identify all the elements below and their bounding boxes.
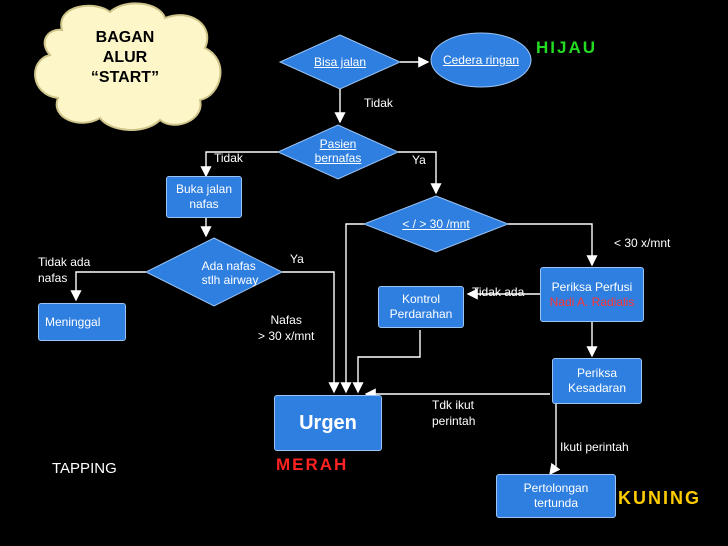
urgen-box: Urgen xyxy=(274,395,382,451)
buka-jalan-nafas-box: Buka jalan nafas xyxy=(166,176,242,218)
periksa-perfusi-label: Periksa Perfusi xyxy=(551,279,633,294)
kontrol-perdarahan-box: Kontrol Perdarahan xyxy=(378,286,464,328)
start-cloud-label: BAGAN ALUR “START” xyxy=(90,29,160,86)
nadi-radialis-label: Nadi A. Radialis xyxy=(549,294,635,309)
tdk-ikut-perintah-label: Tdk ikut perintah xyxy=(432,398,476,428)
bisa-jalan-label: Bisa jalan xyxy=(313,55,367,69)
ada-nafas-diamond xyxy=(144,237,284,307)
cedera-ringan-ellipse xyxy=(430,32,532,88)
respiration-rate-diamond xyxy=(362,195,510,253)
tidak-ada-perfusi-label: Tidak ada xyxy=(472,285,525,299)
periksa-kesadaran-box: Periksa Kesadaran xyxy=(552,358,642,404)
tapping-label: TAPPING xyxy=(52,460,117,477)
periksa-perfusi-box: Periksa Perfusi Nadi A. Radialis xyxy=(540,267,644,322)
start-cloud-shape xyxy=(34,2,222,131)
respiration-rate-label: < / > 30 /mnt xyxy=(402,217,470,231)
gt30-label: Nafas > 30 x/mnt xyxy=(258,313,315,343)
pasien-bernafas-label: Pasien bernafas xyxy=(314,137,362,165)
pertolongan-tertunda-box: Pertolongan tertunda xyxy=(496,474,616,518)
hijau-label: HIJAU xyxy=(536,38,598,57)
tidak-ada-nafas-label: Tidak ada nafas xyxy=(38,255,91,285)
tidak-bernafas-label: Tidak xyxy=(214,151,243,165)
merah-label: MERAH xyxy=(276,455,349,474)
lt30-label: < 30 x/mnt xyxy=(614,236,671,250)
connectors xyxy=(70,56,598,476)
ya-ada-nafas-label: Ya xyxy=(290,252,304,266)
ada-nafas-label: Ada nafas stlh airway xyxy=(201,259,259,287)
meninggal-box: Meninggal xyxy=(38,303,126,341)
ya-bernafas-label: Ya xyxy=(412,153,426,167)
kuning-label: KUNING xyxy=(618,488,701,508)
tidak-bisa-jalan-label: Tidak xyxy=(364,96,393,110)
ikuti-perintah-label: Ikuti perintah xyxy=(560,440,629,454)
pasien-bernafas-diamond xyxy=(276,124,400,180)
cedera-ringan-label: Cedera ringan xyxy=(442,53,520,67)
